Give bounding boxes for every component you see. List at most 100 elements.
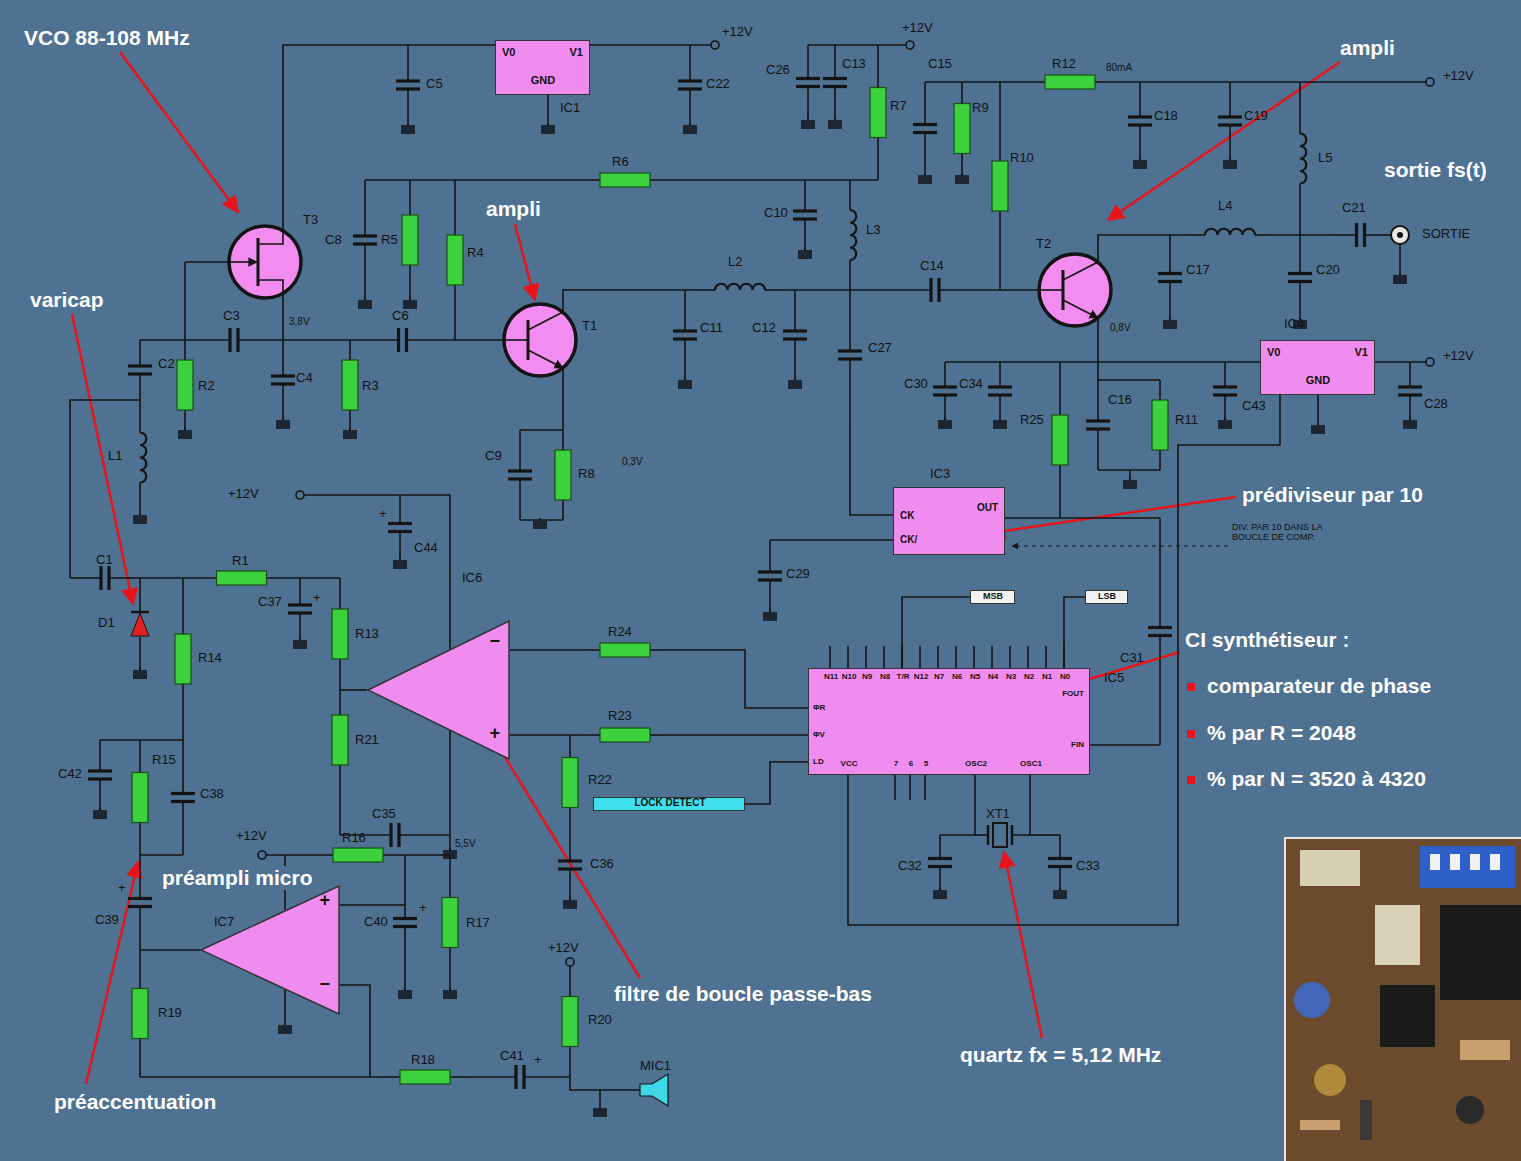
capacitor-symbol [1355, 223, 1358, 247]
part-label: C9 [485, 448, 502, 463]
inductor-symbol [1300, 134, 1306, 184]
ground-symbol [133, 670, 147, 679]
part-label: + [419, 900, 427, 915]
callout-arrow [120, 52, 238, 212]
wire [339, 765, 341, 790]
wire [99, 740, 101, 771]
output-connector [1391, 226, 1409, 244]
callout-arrows [72, 52, 1340, 1084]
part-label: T1 [582, 318, 597, 333]
pin-label: − [489, 630, 500, 653]
capacitor-symbol [397, 328, 400, 352]
capacitor-symbol [236, 328, 239, 352]
capacitor-symbol [396, 79, 420, 82]
ground-symbol [276, 420, 290, 429]
wire [834, 87, 836, 121]
capacitor-symbol [823, 85, 847, 88]
wire [1098, 318, 1160, 380]
wire [1330, 234, 1357, 236]
callout-label: comparateur de phase [1205, 674, 1433, 698]
capacitor-symbol [1288, 280, 1312, 283]
wire [350, 339, 399, 341]
part-label: D1 [98, 615, 115, 630]
wire [407, 123, 409, 125]
wire [999, 362, 1001, 387]
wire [689, 89, 691, 125]
wire [939, 289, 1000, 291]
capacitor-symbol [1086, 427, 1110, 430]
wire [139, 855, 141, 899]
wire [182, 578, 184, 634]
wire [304, 495, 450, 649]
wire [807, 87, 809, 121]
part-label: +12V [1443, 68, 1474, 83]
ground-symbol [801, 120, 815, 129]
resistor-symbol [442, 898, 458, 948]
part-label: R25 [1020, 412, 1044, 427]
wire [100, 739, 183, 741]
resistor-symbol [132, 989, 148, 1039]
part-label: +12V [236, 828, 267, 843]
voltage-label: 0,8V [1110, 322, 1131, 333]
ic-box: V0V1GND [495, 40, 590, 95]
part-label: C32 [898, 858, 922, 873]
wire [569, 869, 571, 900]
wire [139, 668, 141, 670]
wire [1159, 518, 1161, 628]
resistor-symbol [177, 360, 193, 410]
part-label: +12V [902, 20, 933, 35]
ic-box: CKCK/OUT [893, 487, 1005, 555]
capacitor-symbol [1213, 385, 1237, 388]
capacitor-symbol [1218, 115, 1242, 118]
wire [924, 173, 926, 175]
wire [284, 990, 286, 1025]
wire [1129, 470, 1131, 480]
pin-label: FOUT [1062, 689, 1084, 699]
wire [765, 289, 780, 291]
wire [339, 578, 341, 609]
part-label: C38 [200, 786, 224, 801]
capacitor-symbol [796, 85, 820, 88]
wire [849, 260, 851, 290]
bullet-marks [1187, 683, 1195, 784]
wire [1059, 888, 1061, 890]
callout-arrow [1004, 852, 1042, 1038]
part-label: R12 [1052, 56, 1076, 71]
wire [185, 261, 229, 263]
lock-detect-tag: LOCK DETECT [593, 797, 745, 811]
capacitor-symbol [514, 1065, 517, 1089]
wire [140, 1076, 380, 1078]
wire [1317, 395, 1319, 425]
photo-part [1460, 1040, 1510, 1060]
part-label: L2 [728, 254, 742, 269]
capacitor-symbol [288, 611, 312, 614]
capacitor-symbol [388, 522, 412, 525]
wire [139, 400, 141, 433]
resistor-symbol [400, 1070, 450, 1084]
wire [109, 577, 140, 579]
wire [139, 637, 141, 670]
wire [1169, 235, 1171, 274]
wire [563, 290, 700, 312]
wire [650, 734, 660, 736]
pin-label: MSB [983, 591, 1003, 602]
pin-label: N10 [842, 672, 857, 682]
part-label: R17 [466, 915, 490, 930]
part-label: IC4 [1284, 316, 1304, 331]
part-label: R16 [342, 830, 366, 845]
part-label: R6 [612, 154, 629, 169]
wire [939, 835, 941, 859]
callout-label: quartz fx = 5,12 MHz [958, 1043, 1163, 1067]
ground-symbol [358, 300, 372, 309]
photo-part [1430, 854, 1440, 870]
part-label: C43 [1242, 398, 1266, 413]
callout-arrow [86, 862, 138, 1084]
wire [883, 646, 885, 668]
wire [409, 180, 411, 215]
wire [182, 802, 184, 856]
wire [407, 89, 409, 125]
pin-label: N2 [1024, 672, 1034, 682]
transistor-symbol [229, 226, 301, 298]
pin-label: N4 [988, 672, 998, 682]
wire [794, 339, 796, 380]
